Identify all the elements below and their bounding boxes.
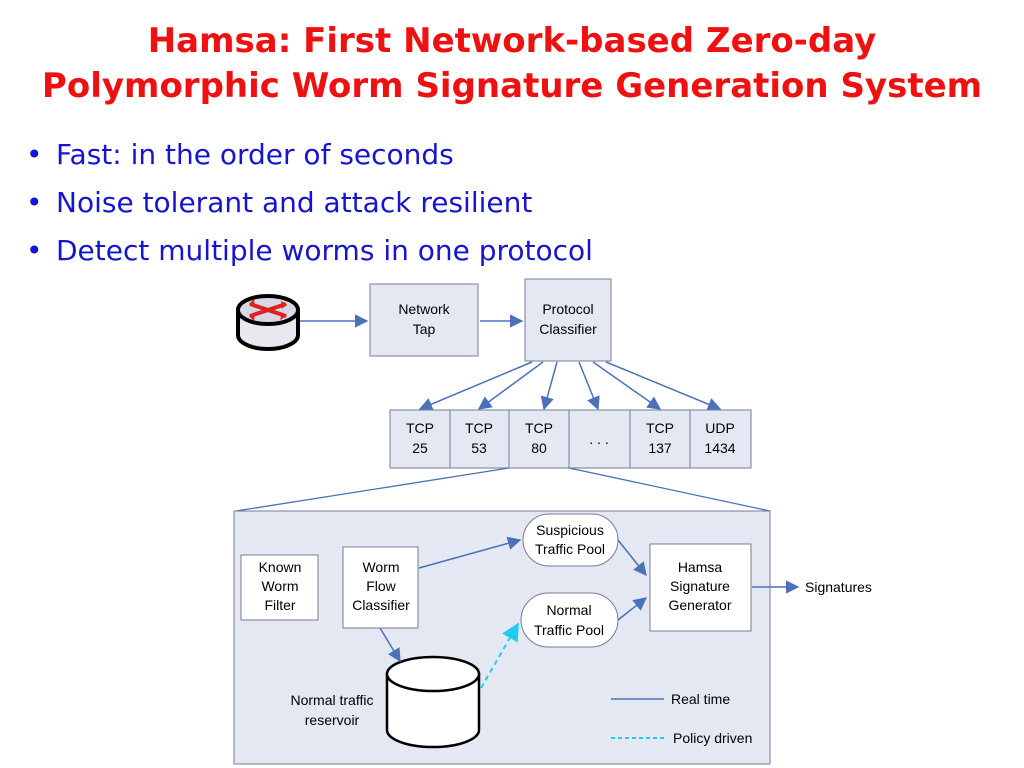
arrow-reservoir-to-normal-pool <box>480 622 519 689</box>
port-label: 53 <box>471 440 487 456</box>
zoom-line-left <box>235 467 510 512</box>
port-ellipsis: . . . <box>589 431 608 447</box>
bullet-item: • Fast: in the order of seconds <box>26 132 593 180</box>
arrow-to-udp1434 <box>605 361 722 411</box>
signature-generator-label: Hamsa <box>678 559 723 575</box>
signature-generator-box <box>649 543 752 632</box>
normal-pool-label: Traffic Pool <box>534 622 604 638</box>
reservoir-label: Normal traffic <box>291 692 374 708</box>
normal-pool-label: Normal <box>546 602 591 618</box>
arrow-to-tcp137 <box>592 361 662 410</box>
port-row: TCP 25 TCP 53 TCP 80 . . . TCP 137 UDP 1… <box>389 409 752 469</box>
network-tap-label: Network <box>398 301 450 317</box>
bullet-dot: • <box>26 234 43 267</box>
port-label: UDP <box>705 420 735 436</box>
arrow-to-ellipsis <box>578 361 600 411</box>
network-tap-label: Tap <box>413 321 436 337</box>
bullet-dot: • <box>26 186 43 219</box>
port-label: TCP <box>646 420 674 436</box>
reservoir-label: reservoir <box>305 712 360 728</box>
slide-title-line-1: Hamsa: First Network-based Zero-day <box>147 21 877 61</box>
signature-generator-label: Signature <box>670 578 730 594</box>
arrow-classifier-to-reservoir <box>379 627 401 663</box>
worm-flow-classifier-label: Flow <box>366 578 396 594</box>
arrow-to-tcp53 <box>477 361 544 410</box>
arrow-classifier-to-suspicious <box>418 536 522 569</box>
port-label: 25 <box>412 440 428 456</box>
arrow-to-tcp80 <box>540 361 558 411</box>
known-worm-filter-label: Filter <box>264 597 295 613</box>
bullet-text: Noise tolerant and attack resilient <box>56 186 533 219</box>
reservoir-cylinder <box>385 655 481 749</box>
port-box <box>568 409 631 469</box>
port-box <box>508 409 570 469</box>
worm-flow-classifier-box <box>342 546 419 629</box>
bullet-item: • Detect multiple worms in one protocol <box>26 228 593 276</box>
worm-flow-classifier-label: Worm <box>362 559 399 575</box>
port-label: 137 <box>648 440 672 456</box>
arrow-suspicious-to-generator <box>617 539 647 577</box>
protocol-classifier-box <box>524 278 612 362</box>
protocol-classifier-label: Protocol <box>542 301 593 317</box>
protocol-classifier-label: Classifier <box>539 321 597 337</box>
arrow-normal-to-generator <box>617 597 648 621</box>
bullet-text: Fast: in the order of seconds <box>56 138 454 171</box>
legend-real-time-label: Real time <box>671 691 730 707</box>
port-box <box>689 409 752 469</box>
port-box <box>629 409 691 469</box>
suspicious-pool-label: Traffic Pool <box>535 541 605 557</box>
bullet-list: • Fast: in the order of seconds • Noise to… <box>26 132 593 276</box>
known-worm-filter-label: Worm <box>261 578 298 594</box>
port-label: TCP <box>406 420 434 436</box>
router-icon <box>236 294 300 351</box>
port-label: 80 <box>531 440 547 456</box>
port-box <box>389 409 451 469</box>
known-worm-filter-label: Known <box>259 559 302 575</box>
bullet-text: Detect multiple worms in one protocol <box>56 234 593 267</box>
port-label: TCP <box>525 420 553 436</box>
bullet-item: • Noise tolerant and attack resilient <box>26 180 593 228</box>
arrow-to-tcp25 <box>418 361 533 411</box>
suspicious-pool-label: Suspicious <box>536 522 604 538</box>
signature-generator-label: Generator <box>668 597 731 613</box>
signatures-output-label: Signatures <box>805 579 872 595</box>
bullet-dot: • <box>26 138 43 171</box>
network-tap-box <box>369 283 479 357</box>
zoom-line-right <box>568 467 771 512</box>
port-box <box>449 409 510 469</box>
known-worm-filter-box <box>240 554 319 621</box>
slide-title-line-2: Polymorphic Worm Signature Generation Sy… <box>41 66 983 106</box>
port-label: 1434 <box>704 440 735 456</box>
worm-flow-classifier-label: Classifier <box>352 597 410 613</box>
port-label: TCP <box>465 420 493 436</box>
legend-policy-label: Policy driven <box>673 730 752 746</box>
